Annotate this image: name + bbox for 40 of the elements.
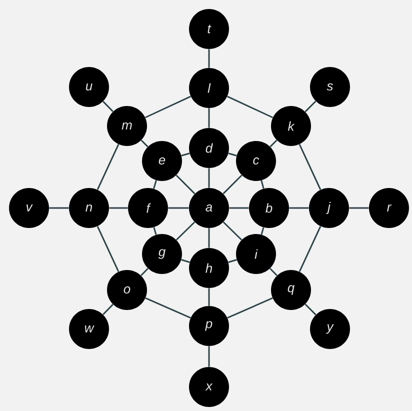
connector-line [102, 100, 114, 112]
connector-line [208, 168, 210, 188]
connector-line [270, 140, 278, 148]
connector-line [227, 297, 273, 319]
connector-line [181, 152, 190, 156]
connector-line [349, 207, 369, 209]
connector-line [304, 304, 316, 316]
connector-line [298, 144, 322, 190]
connector-line [260, 227, 264, 235]
connector-line [145, 297, 191, 319]
connector-line [208, 108, 210, 128]
connector-line [222, 174, 242, 194]
connector-line [289, 207, 309, 209]
connector-line [49, 207, 69, 209]
connector-line [140, 140, 148, 148]
connector-line [181, 259, 190, 263]
connector-line [222, 222, 242, 240]
connector-line [168, 207, 189, 209]
connector-line [176, 222, 196, 240]
connector-line [176, 174, 196, 194]
connector-line [229, 207, 249, 209]
connector-line [102, 304, 114, 316]
connector-line [145, 96, 191, 118]
connector-line [96, 226, 120, 272]
connector-line [228, 152, 237, 156]
connector-line [228, 259, 237, 263]
connector-line [153, 180, 157, 189]
connector-line [153, 227, 157, 235]
connector-line [140, 268, 148, 276]
connector-line [208, 228, 210, 248]
connector-line [304, 100, 316, 112]
connector-line [227, 96, 273, 118]
connector-line [208, 346, 210, 367]
connector-line [208, 288, 210, 306]
connector-line [270, 268, 278, 276]
connector-line [298, 226, 322, 272]
connector-line [96, 144, 120, 190]
connector-line [109, 207, 128, 209]
connector-line [208, 49, 210, 68]
connector-line [260, 180, 264, 189]
